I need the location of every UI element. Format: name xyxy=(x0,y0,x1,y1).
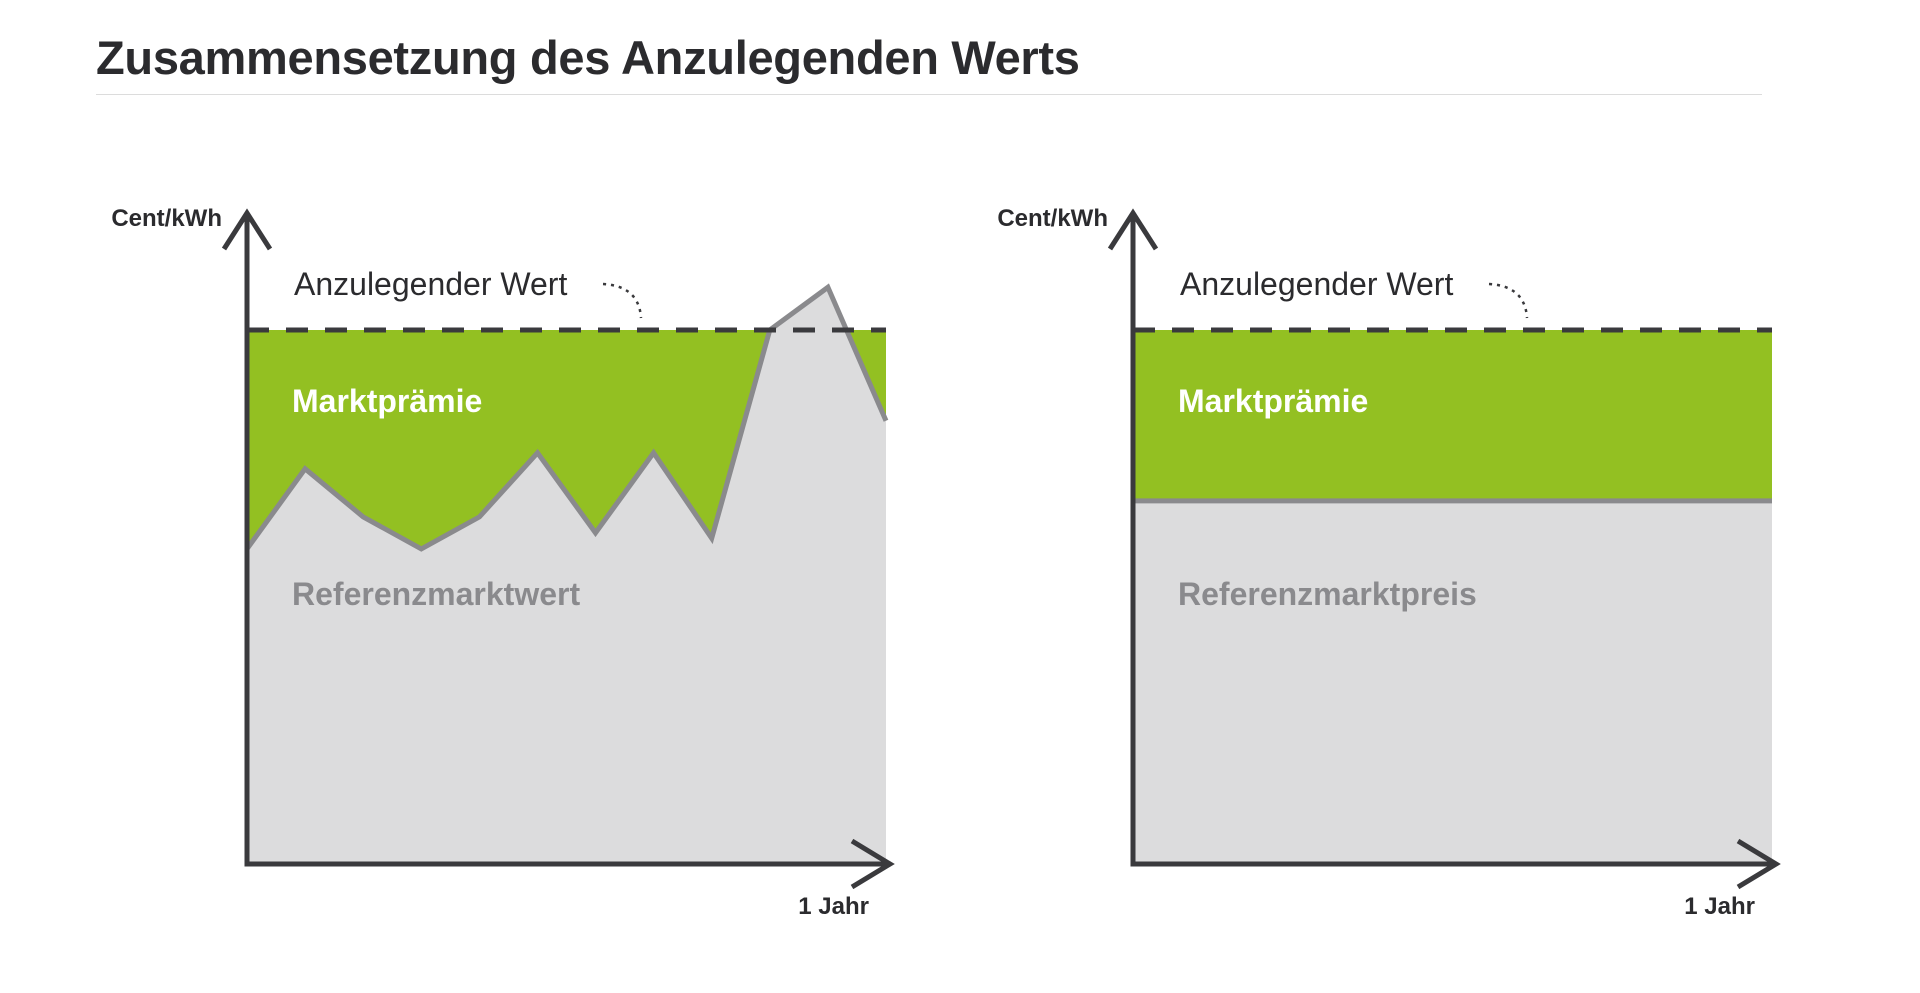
marktpraemie-label: Marktprämie xyxy=(1178,383,1368,419)
marktpraemie-label: Marktprämie xyxy=(292,383,482,419)
axes xyxy=(244,217,889,867)
y-axis-label: Cent/kWh xyxy=(111,205,222,232)
anzulegender-wert-leader xyxy=(1488,282,1529,319)
referenzmarktwert-label: Referenzmarktwert xyxy=(292,576,580,612)
x-axis-label: 1 Jahr xyxy=(798,893,869,920)
anzulegender-wert-label: Anzulegender Wert xyxy=(294,266,567,302)
anzulegender-wert-label: Anzulegender Wert xyxy=(1180,266,1453,302)
x-axis-arrowhead xyxy=(850,838,895,890)
referenzmarkt-area xyxy=(1133,500,1772,864)
referenzmarkt-line xyxy=(244,283,889,552)
page-title: Zusammensetzung des Anzulegenden Werts xyxy=(96,31,1080,84)
panel-referenzmarktwert: Cent/kWh 1 Jahr Anzulegender Wert Marktp… xyxy=(111,205,895,920)
y-axis-label: Cent/kWh xyxy=(997,205,1108,232)
x-axis-arrowhead xyxy=(1736,838,1781,890)
panel-referenzmarktpreis: Cent/kWh 1 Jahr Anzulegender Wert Marktp… xyxy=(997,205,1781,920)
title-divider xyxy=(96,94,1762,95)
y-axis-arrowhead xyxy=(1107,208,1159,251)
y-axis-arrowhead xyxy=(221,208,273,251)
axes xyxy=(1130,217,1775,867)
x-axis-label: 1 Jahr xyxy=(1684,893,1755,920)
referenzmarktpreis-label: Referenzmarktpreis xyxy=(1178,576,1477,612)
referenzmarkt-area xyxy=(247,287,886,864)
anzulegender-wert-leader xyxy=(602,282,643,319)
